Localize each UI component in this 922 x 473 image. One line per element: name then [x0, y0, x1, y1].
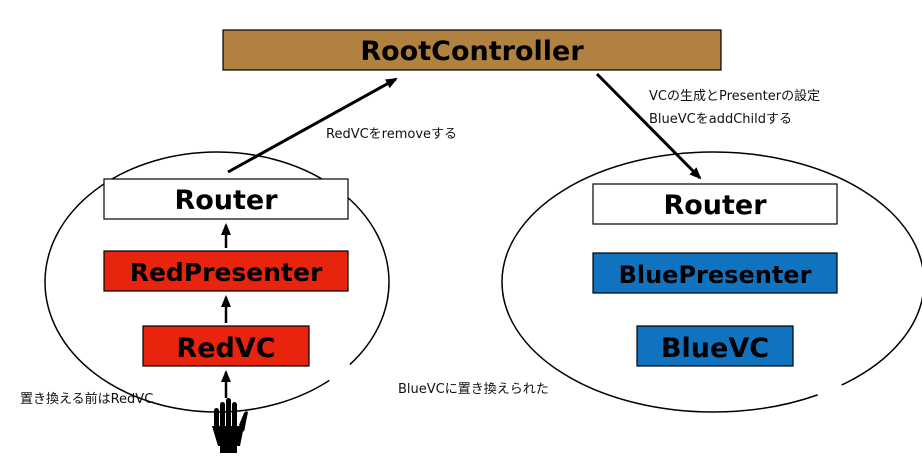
- blue-vc-fill: [636, 325, 794, 367]
- red-vc-box: RedVC: [142, 325, 310, 367]
- after-annotation: BlueVCに置き換えられた: [398, 382, 549, 397]
- red-presenter-fill: [103, 250, 349, 292]
- hand-icon: [212, 398, 248, 453]
- left-router-box: Router: [103, 178, 349, 220]
- root-controller-box: RootController: [222, 29, 722, 71]
- right-router-label: Router: [663, 190, 767, 221]
- root-to-right-router-arrow: [595, 72, 702, 180]
- root-controller-fill: [222, 29, 722, 71]
- red-presenter-box: RedPresenter: [103, 250, 349, 292]
- red-vc-label: RedVC: [176, 333, 275, 364]
- blue-presenter-box: BluePresenter: [592, 252, 838, 294]
- red-presenter-label: RedPresenter: [130, 258, 323, 287]
- red-vc-fill: [142, 325, 310, 367]
- create-annotation-line1: VCの生成とPresenterの設定: [649, 88, 820, 104]
- right-router-box: Router: [592, 183, 838, 225]
- blue-presenter-fill: [592, 252, 838, 294]
- blue-vc-label: BlueVC: [661, 333, 769, 364]
- root-controller-label: RootController: [360, 36, 584, 67]
- left-router-label: Router: [174, 185, 278, 216]
- remove-annotation: RedVCをremoveする: [326, 127, 457, 142]
- right-module-ellipse: [501, 151, 922, 413]
- blue-presenter-label: BluePresenter: [619, 261, 812, 289]
- before-annotation: 置き換える前はRedVC: [20, 391, 153, 407]
- create-annotation-line2: BlueVCをaddChildする: [649, 112, 792, 127]
- blue-vc-box: BlueVC: [636, 325, 794, 367]
- router-to-root-arrow: [227, 77, 398, 174]
